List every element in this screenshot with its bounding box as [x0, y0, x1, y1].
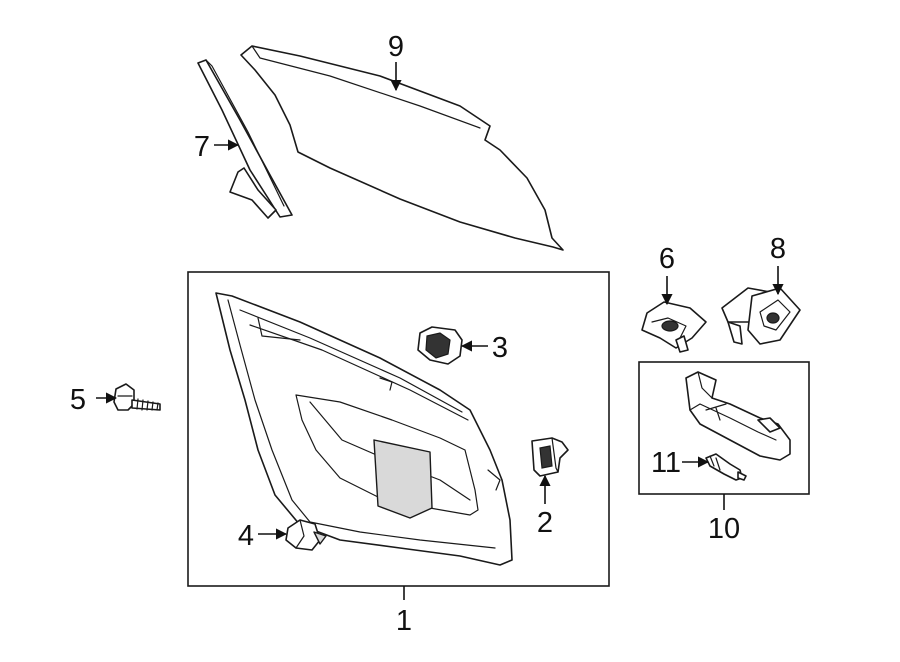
callout-7: 7 — [194, 131, 210, 163]
callout-3: 3 — [492, 332, 508, 364]
part-5-bolt — [113, 383, 161, 411]
callout-11: 11 — [651, 447, 681, 479]
callout-10: 10 — [708, 513, 740, 545]
part-1-trim-panel — [215, 292, 513, 566]
callout-labels: 9 7 3 5 2 4 6 8 11 10 1 — [70, 31, 786, 637]
part-8-bracket — [721, 287, 801, 345]
part-11-bulb — [705, 453, 747, 481]
leader-lines — [96, 62, 784, 600]
part-6-nut — [641, 301, 707, 353]
part-9-upper-panel — [240, 45, 564, 251]
part-2-bumper — [531, 437, 569, 477]
part-1-box — [187, 271, 610, 587]
part-10-lamp-housing — [685, 371, 791, 461]
callout-8: 8 — [770, 233, 786, 265]
callout-9: 9 — [388, 31, 404, 63]
part-4-push-clip — [285, 519, 327, 551]
callout-6: 6 — [659, 243, 675, 275]
part-3-clip — [417, 326, 463, 365]
callout-2: 2 — [537, 507, 553, 539]
callout-4: 4 — [238, 520, 254, 552]
callout-5: 5 — [70, 384, 86, 416]
callout-1: 1 — [396, 605, 412, 637]
